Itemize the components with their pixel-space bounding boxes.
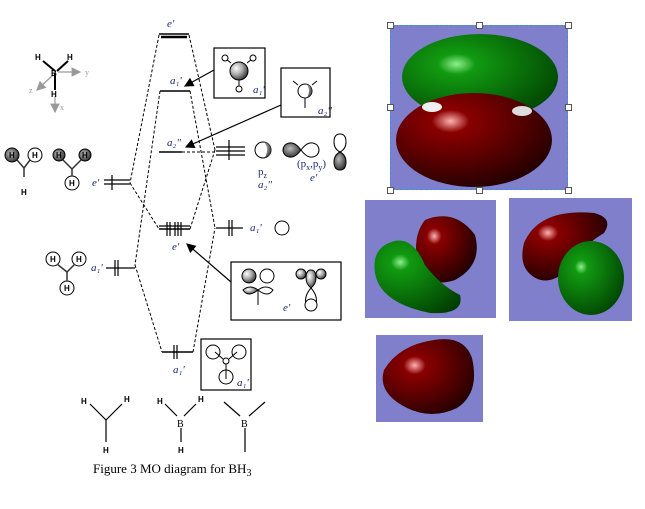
resize-handle[interactable]	[387, 187, 394, 194]
svg-text:H: H	[81, 397, 87, 406]
axis-y-label: y	[85, 68, 89, 77]
right-p-group: pz a₂" (px,py) e'	[216, 133, 347, 191]
a1-prime-orbital-render[interactable]	[376, 335, 483, 422]
label-a1-prime-bonding: a₁'	[173, 364, 185, 376]
structure-b: B	[223, 401, 266, 452]
positive-lobe	[522, 212, 608, 281]
box-e-prime-bonding: e'	[230, 261, 342, 321]
svg-text:H: H	[50, 255, 56, 264]
arrow-a1-antibonding	[183, 69, 215, 87]
figure-caption: Figure 3 MO diagram for BH3	[93, 461, 251, 479]
svg-text:H: H	[198, 395, 204, 404]
label-a2-double-prime: a₂"	[167, 137, 181, 149]
label-a1-prime-antibonding: a₁'	[170, 75, 182, 87]
label-pxpy-symmetry: e'	[310, 172, 318, 184]
svg-text:a₁': a₁'	[253, 84, 265, 96]
positive-lobe	[416, 216, 477, 283]
left-e-prime-group: H H H H H H e'	[4, 147, 130, 197]
svg-text:H: H	[178, 446, 184, 455]
resize-handle[interactable]	[565, 22, 572, 29]
label-left-a1-prime: a₁'	[91, 262, 103, 274]
svg-text:H: H	[157, 397, 163, 406]
svg-text:B: B	[241, 419, 248, 430]
orbital-lobes	[374, 216, 477, 314]
svg-text:H: H	[21, 188, 27, 197]
label-pxpy: (px,py)	[297, 158, 326, 172]
resize-handle[interactable]	[476, 22, 483, 29]
svg-text:B: B	[177, 419, 184, 430]
correlation-lines	[129, 34, 216, 353]
axes-inset: H H B H y z x	[29, 53, 89, 114]
label-pz-symmetry: a₂"	[258, 179, 272, 191]
svg-text:H: H	[56, 151, 62, 160]
axis-x-label: x	[60, 103, 64, 112]
svg-text:H: H	[69, 179, 75, 188]
axes-h-atom: H	[35, 53, 41, 62]
orbital-lobes	[382, 339, 475, 414]
s-orbital-icon	[274, 220, 290, 236]
svg-text:H: H	[103, 446, 109, 455]
svg-text:H: H	[9, 151, 15, 160]
label-e-prime-top: e'	[167, 18, 175, 30]
left-a1-prime-group: H H H a₁'	[45, 251, 135, 296]
e-prime-orbital-1-render[interactable]	[365, 200, 496, 318]
box-a2-double-prime: a₂"	[280, 67, 332, 118]
a2-double-prime-orbital-render[interactable]	[390, 25, 568, 190]
resize-handle[interactable]	[387, 22, 394, 29]
selection-frame[interactable]	[390, 25, 568, 190]
py-orbital-icon	[333, 133, 347, 153]
box-a1-bonding: a₁'	[200, 338, 252, 391]
box-a1-antibonding: a₁'	[213, 47, 266, 99]
label-left-e-prime: e'	[92, 177, 100, 189]
center-electrons	[159, 222, 190, 359]
label-s-symmetry: a₁'	[250, 222, 262, 234]
axes-b-atom: B	[51, 69, 57, 78]
svg-text:H: H	[76, 255, 82, 264]
svg-text:H: H	[124, 395, 130, 404]
negative-lobe	[558, 241, 624, 315]
positive-lobe	[382, 339, 475, 414]
svg-text:H: H	[32, 151, 38, 160]
resize-handle[interactable]	[565, 104, 572, 111]
svg-text:a₂": a₂"	[318, 105, 332, 117]
resize-handle[interactable]	[476, 187, 483, 194]
label-e-prime-bonding: e'	[172, 241, 180, 253]
svg-text:H: H	[82, 151, 88, 160]
axes-h-atom: H	[67, 53, 73, 62]
axes-h-atom: H	[51, 90, 57, 99]
svg-text:H: H	[64, 284, 70, 293]
h-lobe-dark	[4, 147, 20, 163]
structure-h3: H H H	[81, 395, 130, 455]
orbital-lobes	[396, 34, 558, 187]
svg-text:e': e'	[283, 302, 291, 314]
negative-lobe	[374, 240, 461, 314]
right-s-group: a₁'	[216, 220, 290, 236]
h-lobe-open	[27, 147, 43, 163]
label-pz: pz	[258, 166, 268, 180]
arrow-a2-double-prime	[184, 104, 282, 148]
resize-handle[interactable]	[387, 104, 394, 111]
resize-handle[interactable]	[565, 187, 572, 194]
orbital-lobes	[522, 212, 624, 315]
arrow-e-prime-bonding	[186, 243, 232, 283]
structure-bh3: H H B H	[157, 395, 204, 455]
e-prime-orbital-2-render[interactable]	[509, 198, 632, 321]
svg-text:a₁': a₁'	[237, 377, 249, 389]
px-orbital-icon	[282, 142, 302, 158]
axis-z-label: z	[29, 86, 33, 95]
positive-lobe	[396, 93, 552, 187]
